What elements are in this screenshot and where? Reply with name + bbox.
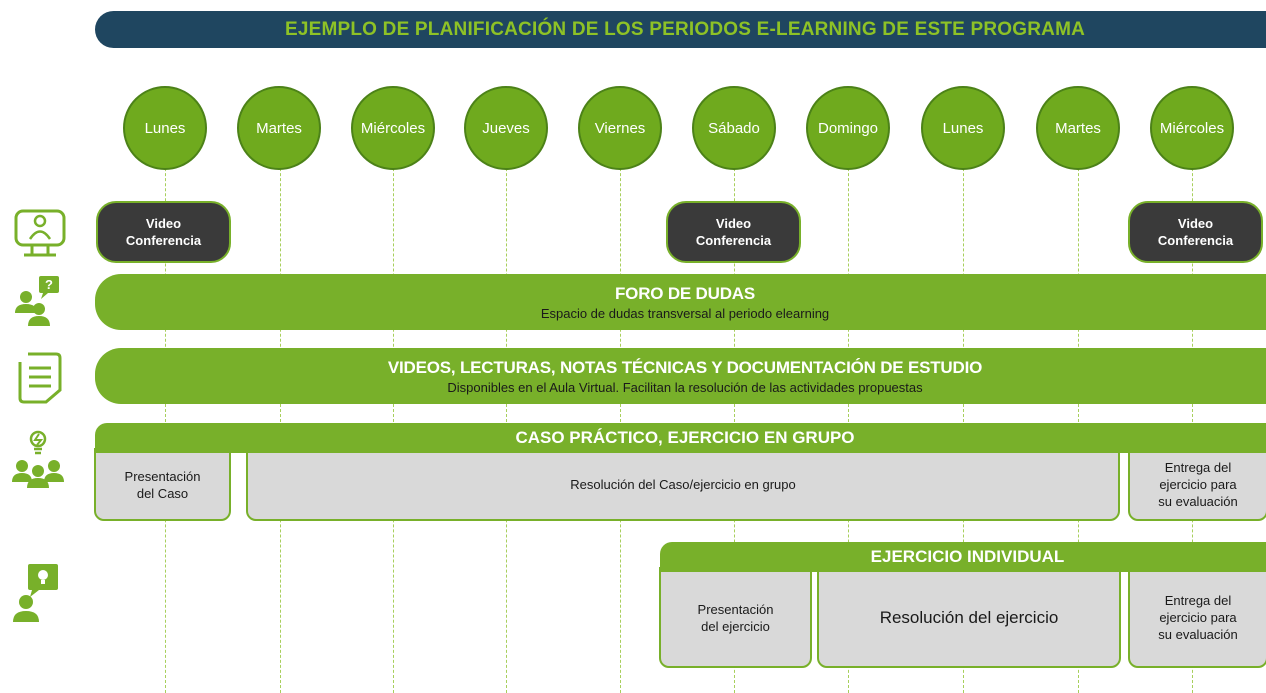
group-case-presentation: Presentación del Caso [94, 448, 231, 521]
day-guide-line [848, 128, 849, 693]
day-circle: Sábado [692, 86, 776, 170]
day-circle: Jueves [464, 86, 548, 170]
video-conference-label: Video [715, 216, 752, 231]
day-circle: Martes [237, 86, 321, 170]
foro-subtitle: Espacio de dudas transversal al periodo … [540, 305, 830, 321]
materials-bar: VIDEOS, LECTURAS, NOTAS TÉCNICAS Y DOCUM… [95, 348, 1266, 404]
group-case-delivery: Entrega del ejercicio para su evaluación [1128, 448, 1266, 521]
video-conference-box: Video Conferencia [1128, 201, 1263, 263]
day-circle: Viernes [578, 86, 662, 170]
day-circle: Domingo [806, 86, 890, 170]
day-guide-line [165, 128, 166, 693]
video-conference-box: Video Conferencia [96, 201, 231, 263]
individual-idea-icon [10, 562, 68, 629]
day-circle: Miércoles [1150, 86, 1234, 170]
video-conference-label: Conferencia [125, 233, 202, 248]
individual-resolution: Resolución del ejercicio [817, 567, 1121, 668]
day-guide-line [963, 128, 964, 693]
page-title: EJEMPLO DE PLANIFICACIÓN DE LOS PERIODOS… [95, 11, 1266, 48]
day-guide-line [280, 128, 281, 693]
svg-text:?: ? [45, 277, 53, 292]
group-case-delivery-label: ejercicio para [1159, 477, 1237, 492]
group-case-resolution: Resolución del Caso/ejercicio en grupo [246, 448, 1120, 521]
individual-exercise-header: EJERCICIO INDIVIDUAL [660, 542, 1266, 572]
individual-delivery-label: su evaluación [1158, 627, 1238, 642]
individual-presentation-label: Presentación [697, 601, 774, 617]
video-conference-label: Video [1177, 216, 1214, 231]
question-forum-icon: ? [10, 276, 68, 333]
individual-resolution-label: Resolución del ejercicio [879, 607, 1059, 627]
video-conference-label: Conferencia [695, 233, 772, 248]
individual-presentation: Presentación del ejercicio [659, 567, 812, 668]
day-guide-line [393, 128, 394, 693]
day-circle: Lunes [921, 86, 1005, 170]
group-case-delivery-label: Entrega del [1164, 460, 1232, 475]
group-case-presentation-label: del Caso [136, 485, 189, 501]
day-guide-line [734, 128, 735, 693]
group-case-presentation-label: Presentación [124, 468, 201, 484]
day-guide-line [1192, 128, 1193, 693]
day-guide-line [620, 128, 621, 693]
document-list-icon [10, 350, 68, 411]
video-conference-icon [10, 208, 68, 265]
group-case-header: CASO PRÁCTICO, EJERCICIO EN GRUPO [95, 423, 1266, 453]
group-case-resolution-label: Resolución del Caso/ejercicio en grupo [570, 477, 796, 492]
video-conference-label: Video [145, 216, 182, 231]
day-circle: Martes [1036, 86, 1120, 170]
individual-presentation-label: del ejercicio [701, 618, 770, 634]
video-conference-box: Video Conferencia [666, 201, 801, 263]
individual-delivery-label: Entrega del [1164, 593, 1232, 608]
day-guide-line [1078, 128, 1079, 693]
group-case-delivery-label: su evaluación [1158, 494, 1238, 509]
individual-delivery-label: ejercicio para [1159, 610, 1237, 625]
group-idea-icon [10, 430, 68, 497]
materials-title: VIDEOS, LECTURAS, NOTAS TÉCNICAS Y DOCUM… [387, 357, 983, 377]
foro-title: FORO DE DUDAS [614, 283, 756, 303]
day-guide-line [506, 128, 507, 693]
individual-delivery: Entrega del ejercicio para su evaluación [1128, 567, 1266, 668]
video-conference-label: Conferencia [1157, 233, 1234, 248]
foro-bar: FORO DE DUDAS Espacio de dudas transvers… [95, 274, 1266, 330]
day-circle: Lunes [123, 86, 207, 170]
day-circle: Miércoles [351, 86, 435, 170]
materials-subtitle: Disponibles en el Aula Virtual. Facilita… [447, 379, 923, 395]
